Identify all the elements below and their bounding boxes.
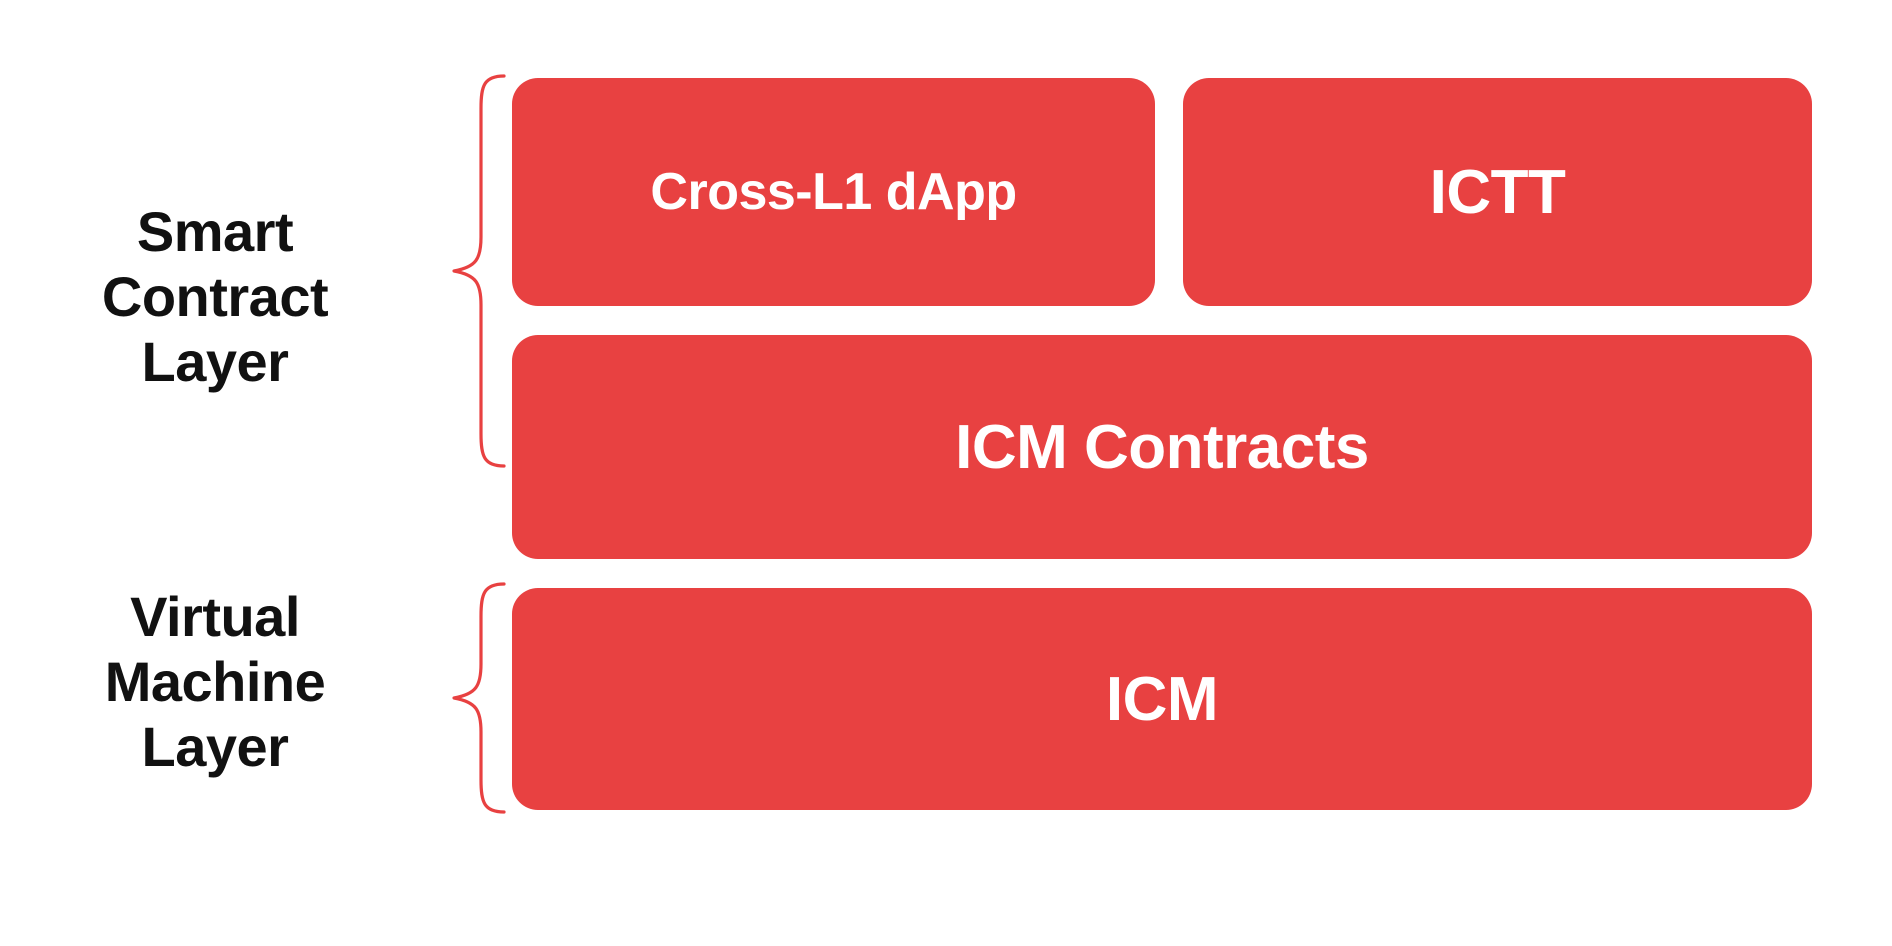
box-label-ictt: ICTT bbox=[1429, 157, 1566, 227]
layer-label-smart-contract: Smart Contract Layer bbox=[101, 200, 329, 393]
box-label-cross-l1-dapp: Cross-L1 dApp bbox=[650, 163, 1017, 221]
box-icm-contracts[interactable]: ICM Contracts bbox=[512, 335, 1812, 559]
layer-label-virtual-machine: Virtual Machine Layer bbox=[104, 585, 326, 778]
row-applications: Cross-L1 dApp ICTT bbox=[512, 78, 1812, 306]
box-icm[interactable]: ICM bbox=[512, 588, 1812, 810]
box-label-icm: ICM bbox=[1105, 664, 1219, 734]
row-icm: ICM bbox=[512, 588, 1812, 810]
box-cross-l1-dapp[interactable]: Cross-L1 dApp bbox=[512, 78, 1155, 306]
layer-box-stack: Cross-L1 dApp ICTT ICM Contracts ICM bbox=[512, 78, 1812, 810]
curly-brace-icon-virtual-machine bbox=[448, 582, 506, 814]
box-label-icm-contracts: ICM Contracts bbox=[955, 412, 1369, 482]
box-ictt[interactable]: ICTT bbox=[1183, 78, 1812, 306]
row-icm-contracts: ICM Contracts bbox=[512, 335, 1812, 559]
curly-brace-icon-smart-contract bbox=[448, 74, 506, 468]
